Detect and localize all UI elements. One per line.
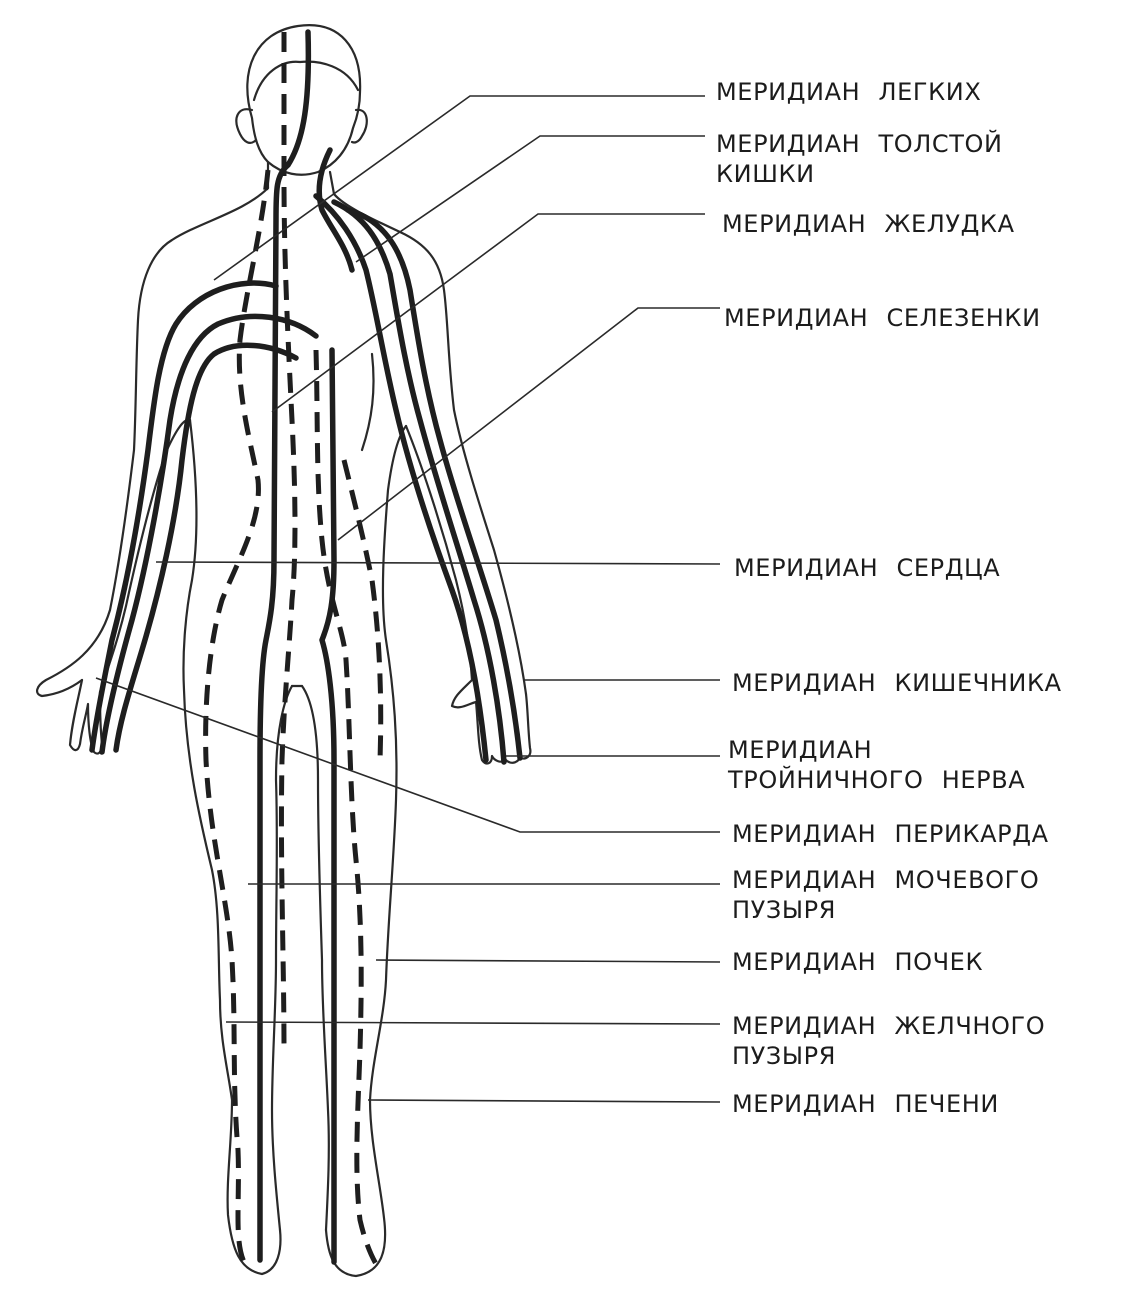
right-ear	[350, 108, 368, 144]
right-inner-dashed-meridian	[341, 459, 384, 761]
body-outline	[36, 24, 532, 1278]
head-outline	[246, 24, 362, 176]
right-outer-dashed-meridian	[313, 349, 383, 1272]
central-dashed-meridian	[278, 32, 298, 1051]
right-leg-solid-meridian	[316, 147, 355, 273]
leader-gallbladder	[225, 1021, 721, 1025]
label-heart: МЕРИДИАН СЕРДЦА	[734, 554, 1000, 582]
leader-liver	[367, 1099, 721, 1103]
label-stomach: МЕРИДИАН ЖЕЛУДКА	[722, 210, 1015, 238]
label-lungs: МЕРИДИАН ЛЕГКИХ	[716, 78, 981, 106]
left-arm-middle-arc	[99, 313, 319, 755]
right-torso	[324, 424, 408, 1278]
left-inner-arm	[98, 418, 192, 694]
right-trunk-solid-meridian	[319, 347, 337, 1265]
left-shoulder-line	[36, 186, 270, 698]
hair-line	[252, 60, 360, 102]
right-hand	[450, 678, 532, 765]
leader-stomach	[271, 213, 705, 413]
left-arm-outer-arc	[89, 280, 279, 753]
leader-heart	[155, 561, 721, 565]
left-leg-solid-meridian	[257, 29, 312, 1263]
label-pericardium: МЕРИДИАН ПЕРИКАРДА	[732, 820, 1049, 848]
label-intestine: МЕРИДИАН КИШЕЧНИКА	[732, 669, 1062, 697]
meridian-lines	[89, 29, 523, 1272]
leader-kidneys	[375, 959, 721, 963]
leader-large-intestine	[355, 135, 705, 263]
inner-right-leg	[300, 684, 330, 1232]
left-torso	[182, 418, 282, 1276]
label-kidneys: МЕРИДИАН ПОЧЕК	[732, 948, 983, 976]
label-liver: МЕРИДИАН ПЕЧЕНИ	[732, 1090, 999, 1118]
right-arm-line-1	[313, 193, 489, 763]
leader-pericardium	[95, 677, 720, 833]
leader-lines	[95, 95, 721, 1103]
right-arm-line-2	[331, 199, 507, 765]
left-ear	[235, 108, 258, 144]
label-spleen: МЕРИДИАН СЕЛЕЗЕНКИ	[724, 304, 1041, 332]
inner-left-leg	[270, 684, 294, 1232]
leader-lungs	[213, 95, 705, 281]
left-outer-dashed-meridian	[203, 169, 271, 1264]
left-arm-inner-arc	[113, 342, 299, 753]
right-chest-line	[360, 352, 375, 452]
right-arm-line-3	[345, 207, 523, 761]
leader-spleen	[337, 307, 720, 541]
